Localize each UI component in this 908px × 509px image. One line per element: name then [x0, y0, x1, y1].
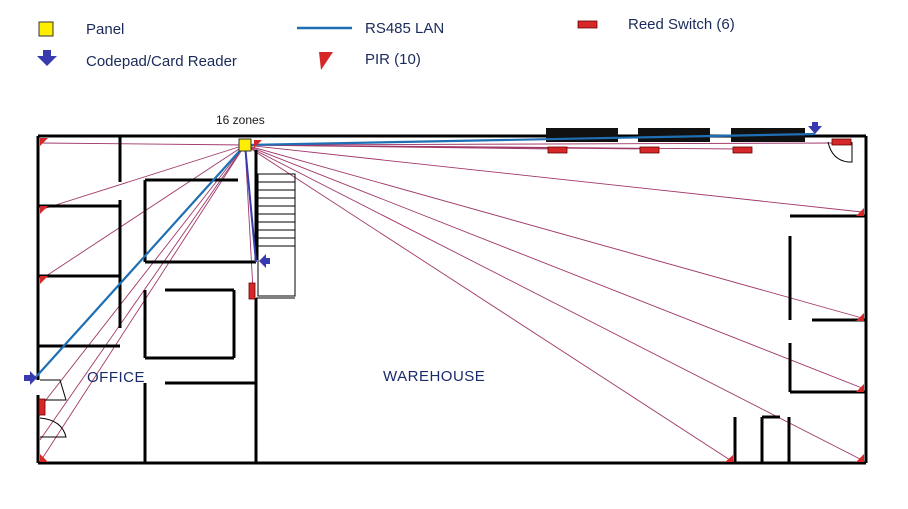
pir-wiring	[39, 142, 863, 463]
stairs	[257, 173, 296, 297]
pir-sensor-icon	[856, 384, 864, 392]
reed-switch	[248, 282, 256, 300]
codepad-icon	[808, 122, 822, 134]
rs485-lan-wiring	[34, 132, 816, 379]
reed-legend-label: Reed Switch (6)	[628, 16, 735, 33]
legend: Panel Codepad/Card Reader RS485 LAN PIR …	[37, 16, 735, 70]
codepads	[24, 122, 822, 385]
codepad-icon	[24, 371, 37, 385]
pir-sensor-icon	[856, 454, 864, 462]
reed-legend-icon	[577, 20, 598, 29]
warehouse-label: WAREHOUSE	[383, 368, 485, 385]
reed-switch	[547, 146, 568, 154]
pir-sensor-icon	[856, 313, 864, 321]
codepad-legend-label: Codepad/Card Reader	[86, 53, 237, 70]
pir-sensor-icon	[856, 208, 864, 216]
reed-switches	[38, 138, 852, 416]
office-label: OFFICE	[87, 369, 145, 386]
reed-switch	[732, 146, 753, 154]
reed-switch	[831, 138, 852, 146]
codepad-legend-icon	[37, 50, 57, 66]
pir-sensor-icon	[40, 138, 48, 146]
panel-legend-icon	[38, 21, 54, 37]
codepad-icon	[259, 254, 270, 268]
panel-legend-label: Panel	[86, 21, 124, 38]
reed-switch	[639, 146, 660, 154]
pir-sensor-icon	[40, 206, 48, 214]
pir-sensor-icon	[40, 276, 48, 284]
pir-legend-icon	[319, 52, 333, 70]
zones-label: 16 zones	[216, 113, 265, 127]
pir-sensors	[40, 138, 864, 462]
alarm-panel-icon	[238, 138, 252, 152]
pir-sensor-icon	[254, 140, 262, 148]
pir-sensor-icon	[40, 454, 48, 462]
walls	[36, 134, 868, 465]
pir-legend-label: PIR (10)	[365, 51, 421, 68]
pir-sensor-icon	[725, 455, 733, 462]
reed-switch	[38, 398, 46, 416]
rs485-legend-label: RS485 LAN	[365, 20, 444, 37]
doors	[39, 141, 853, 438]
